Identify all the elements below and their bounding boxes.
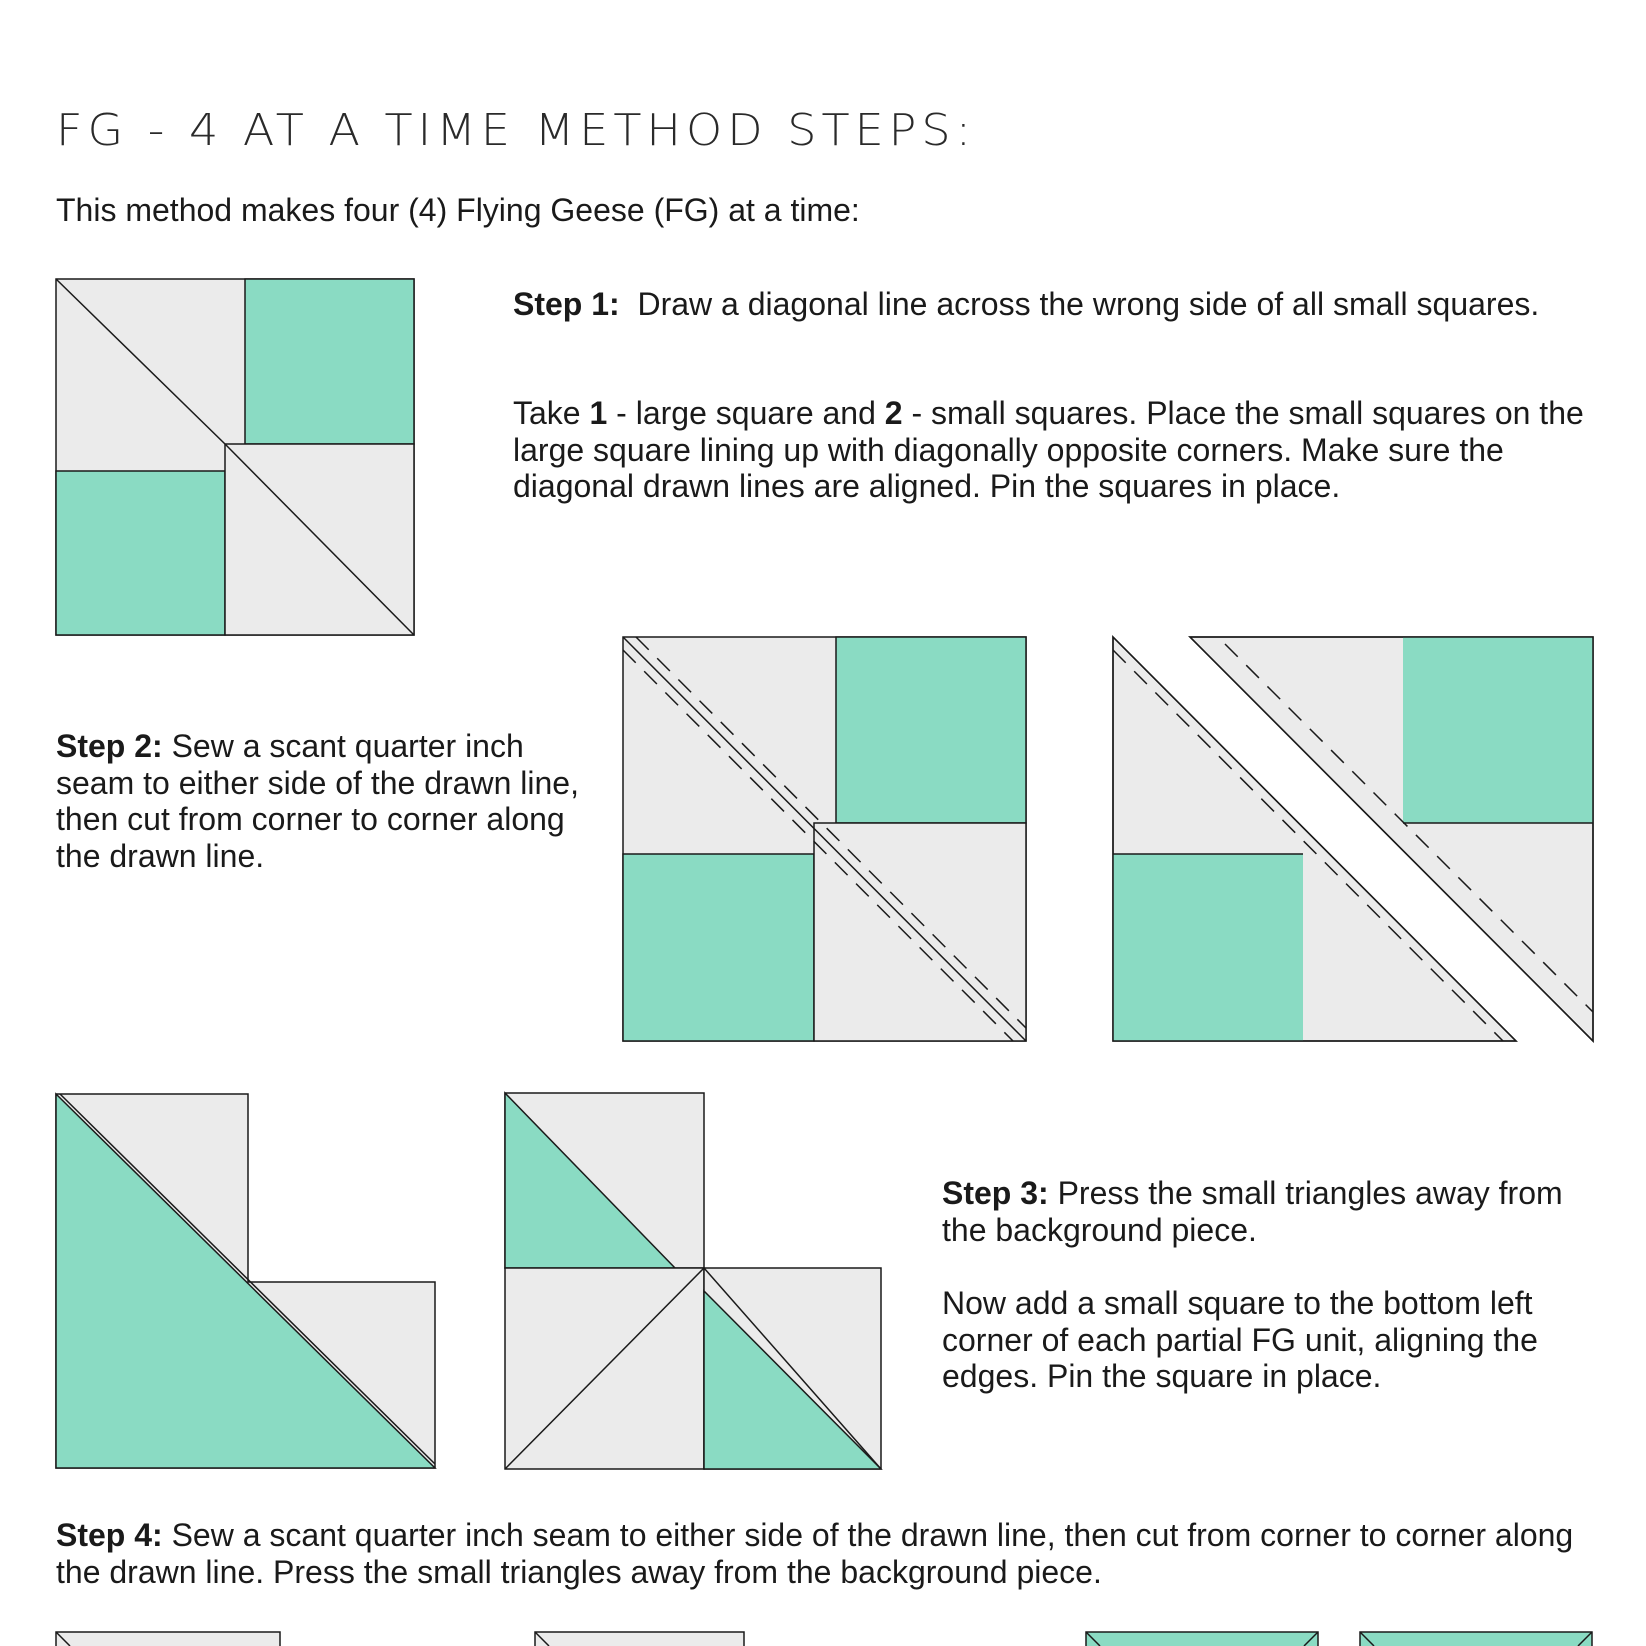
step1-small-count: 2 [884, 395, 903, 431]
step1-text: Step 1: Draw a diagonal line across the … [513, 286, 1593, 323]
step4-label: Step 4: [56, 1517, 163, 1553]
step4-body: Sew a scant quarter inch seam to either … [56, 1517, 1574, 1590]
step3-added-square-diagram [504, 1091, 883, 1470]
step1-large-count: 1 [589, 395, 608, 431]
step1-label: Step 1: [513, 286, 620, 322]
intro-sentence: This method makes four (4) Flying Geese … [56, 192, 860, 228]
step1-diagram [55, 278, 415, 636]
step2-cut-diagram [1112, 635, 1594, 1043]
step2-label: Step 2: [56, 728, 163, 764]
step1-mid: - large square and [616, 395, 876, 431]
step3-text: Step 3: Press the small triangles away f… [942, 1175, 1582, 1248]
step3-body-2: Now add a small square to the bottom lef… [942, 1285, 1538, 1394]
step3-label: Step 3: [942, 1175, 1049, 1211]
step3-pressed-diagram [55, 1092, 437, 1469]
step1-take: Take [513, 395, 581, 431]
intro-text: This method makes four (4) Flying Geese … [56, 192, 860, 229]
step2-text: Step 2: Sew a scant quarter inch seam to… [56, 728, 596, 874]
step4-diagrams [55, 1631, 1593, 1646]
step3-paragraph-2: Now add a small square to the bottom lef… [942, 1285, 1582, 1395]
step3-body: Press the small triangles away from the … [942, 1175, 1563, 1248]
step1-paragraph-2: Take 1 - large square and 2 - small squa… [513, 395, 1593, 505]
step1-rest: - small squares. Place the small squares… [513, 395, 1584, 504]
step4-text: Step 4: Sew a scant quarter inch seam to… [56, 1517, 1616, 1590]
step1-body: Draw a diagonal line across the wrong si… [637, 286, 1540, 322]
page-title: FG - 4 AT A TIME METHOD STEPS: [56, 104, 977, 156]
step2-sewn-diagram [622, 636, 1027, 1042]
step2-body: Sew a scant quarter inch seam to either … [56, 728, 579, 874]
